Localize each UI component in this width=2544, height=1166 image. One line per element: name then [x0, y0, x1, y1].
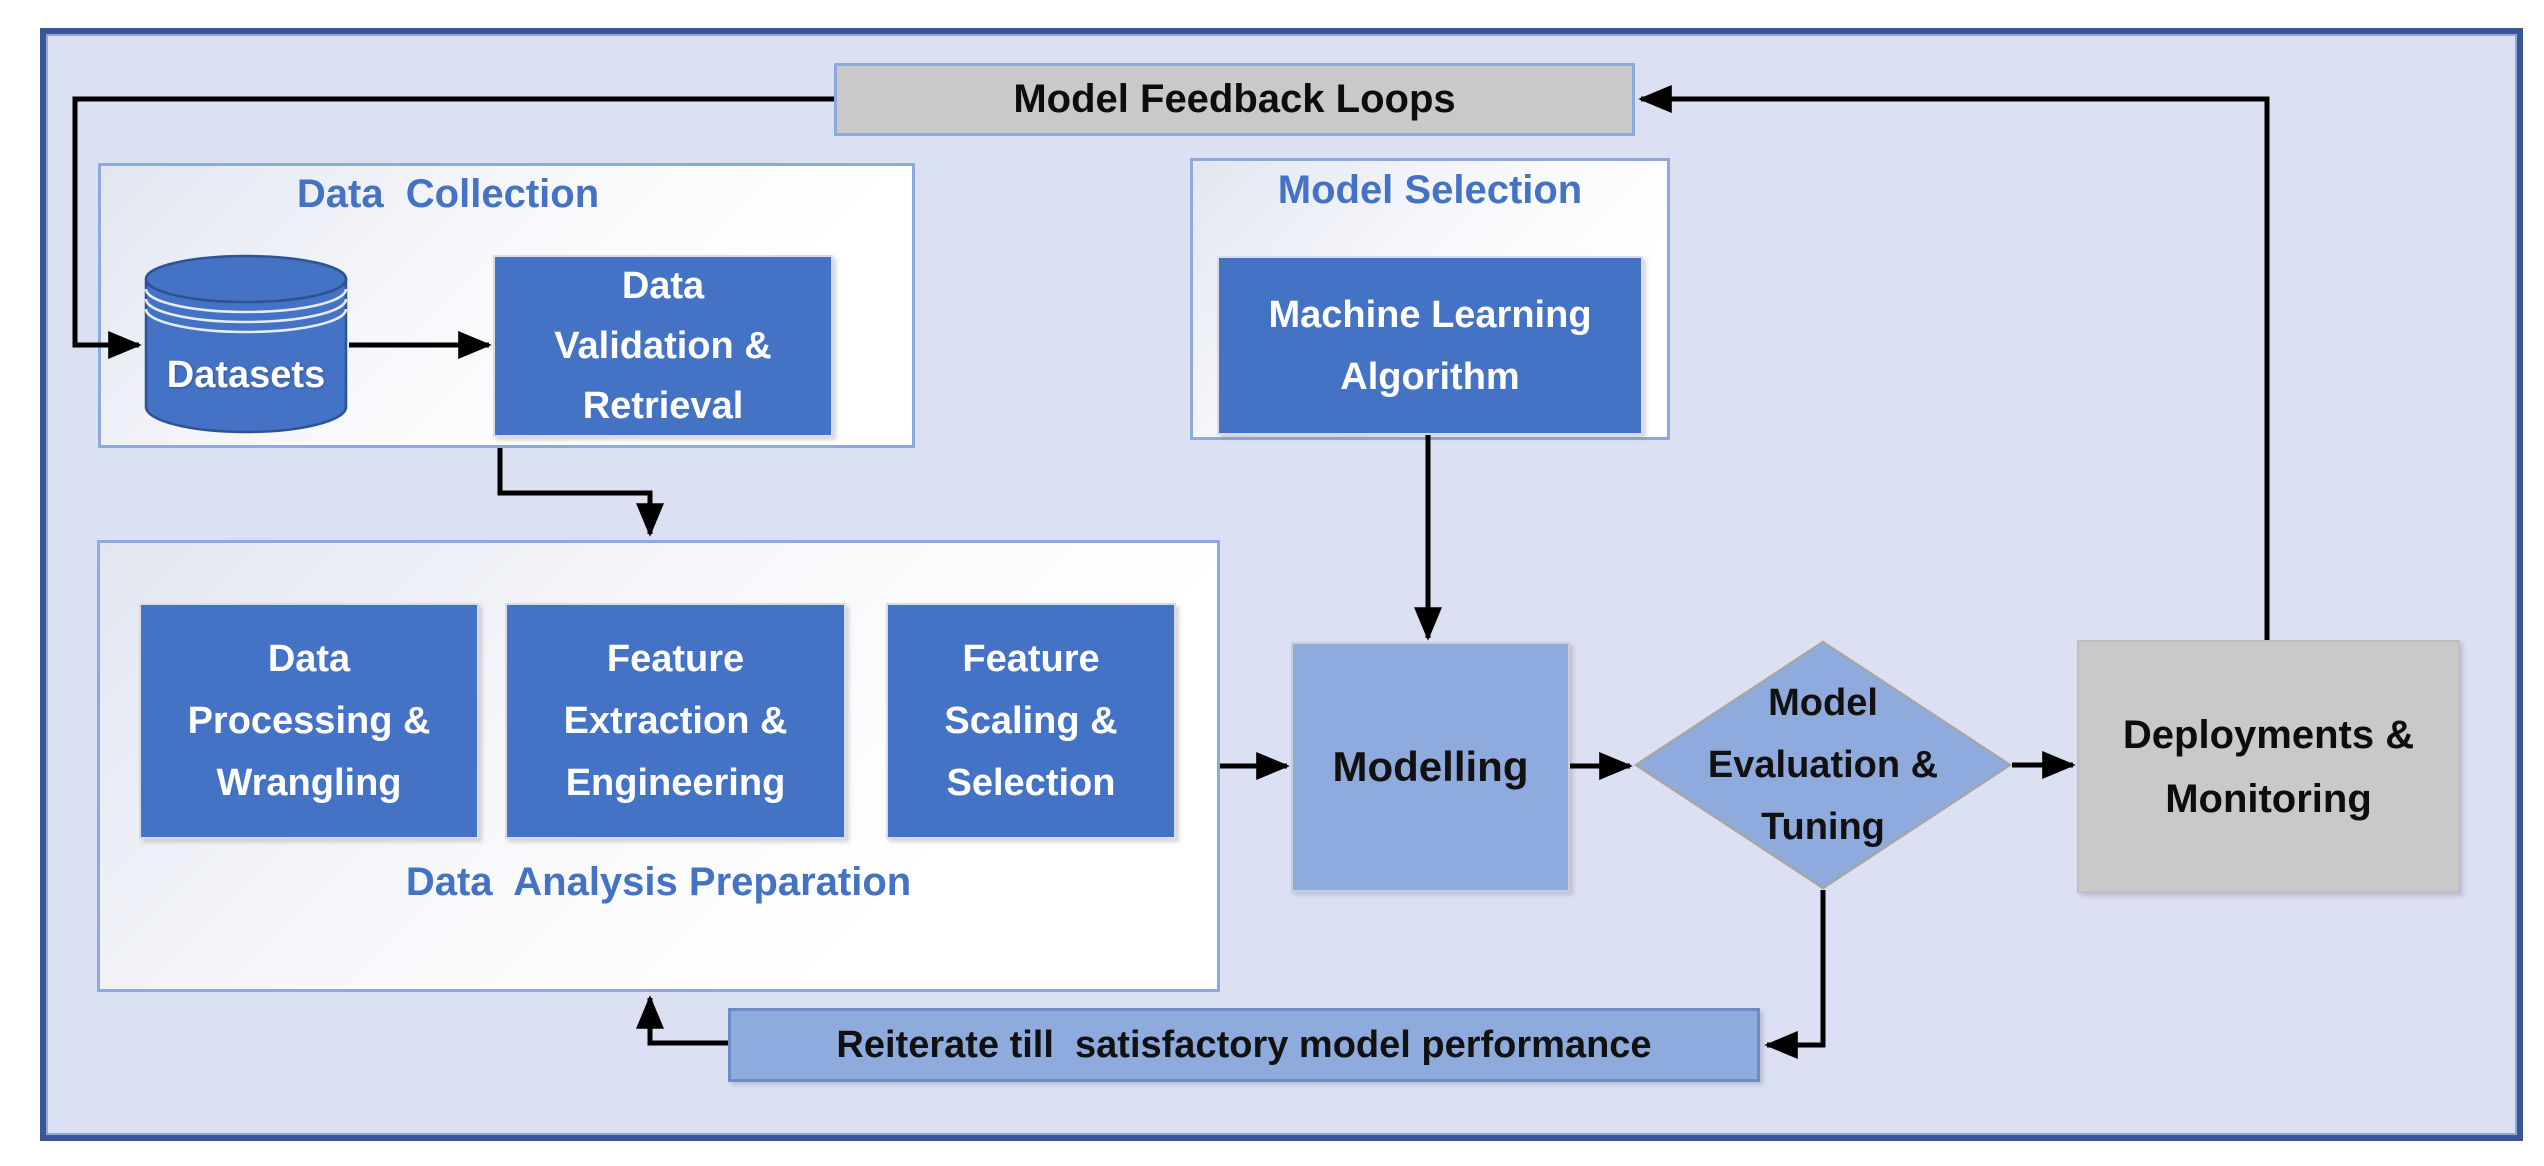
feature-scaling-selection-node: Feature Scaling & Selection	[886, 603, 1176, 839]
ml-algorithm-line1: Machine Learning	[1268, 293, 1592, 336]
data-validation-retrieval-node: Data Validation & Retrieval	[493, 255, 833, 437]
evaluation-line3: Tuning	[1761, 806, 1885, 848]
ml-algorithm-line2: Algorithm	[1340, 355, 1520, 398]
model-evaluation-tuning-label: Model Evaluation & Tuning	[1634, 640, 2012, 890]
feature-scaling-line1: Feature	[962, 638, 1100, 680]
model-selection-title: Model Selection	[1277, 168, 1583, 212]
feature-extraction-engineering-node: Feature Extraction & Engineering	[505, 603, 846, 839]
model-feedback-loops-node: Model Feedback Loops	[834, 63, 1635, 136]
data-validation-line1: Data	[621, 265, 705, 307]
feature-scaling-line3: Selection	[946, 762, 1116, 804]
feature-scaling-line2: Scaling &	[944, 700, 1118, 742]
datasets-label: Datasets	[166, 354, 326, 396]
data-processing-wrangling-node: Data Processing & Wrangling	[139, 603, 479, 839]
feature-extraction-line3: Engineering	[565, 762, 786, 804]
machine-learning-algorithm-node: Machine Learning Algorithm	[1217, 256, 1643, 435]
evaluation-line1: Model	[1768, 682, 1878, 724]
modelling-label: Modelling	[1332, 743, 1529, 790]
deployments-monitoring-node: Deployments & Monitoring	[2077, 640, 2460, 893]
deployments-line2: Monitoring	[2165, 776, 2372, 821]
feature-extraction-line2: Extraction &	[563, 700, 788, 742]
evaluation-line2: Evaluation &	[1707, 744, 1939, 786]
data-validation-line2: Validation &	[554, 325, 772, 367]
decision-diamond-shape	[1633, 640, 2013, 890]
model-feedback-loops-label: Model Feedback Loops	[1013, 77, 1456, 121]
database-icon	[144, 254, 348, 434]
reiterate-label: Reiterate till satisfactory model perfor…	[836, 1023, 1652, 1066]
datasets-cylinder: Datasets	[143, 253, 349, 435]
feature-extraction-line1: Feature	[606, 638, 745, 680]
data-processing-line1: Data	[267, 638, 351, 680]
deployments-line1: Deployments &	[2122, 712, 2415, 757]
data-validation-line3: Retrieval	[582, 385, 744, 427]
data-collection-title: Data Collection	[296, 172, 600, 216]
data-processing-line3: Wrangling	[216, 762, 402, 804]
modelling-node: Modelling	[1291, 642, 1570, 892]
reiterate-node: Reiterate till satisfactory model perfor…	[728, 1008, 1760, 1082]
model-evaluation-tuning-node	[1633, 640, 2013, 890]
data-analysis-preparation-title: Data Analysis Preparation	[405, 860, 912, 904]
data-processing-line2: Processing &	[187, 700, 431, 742]
